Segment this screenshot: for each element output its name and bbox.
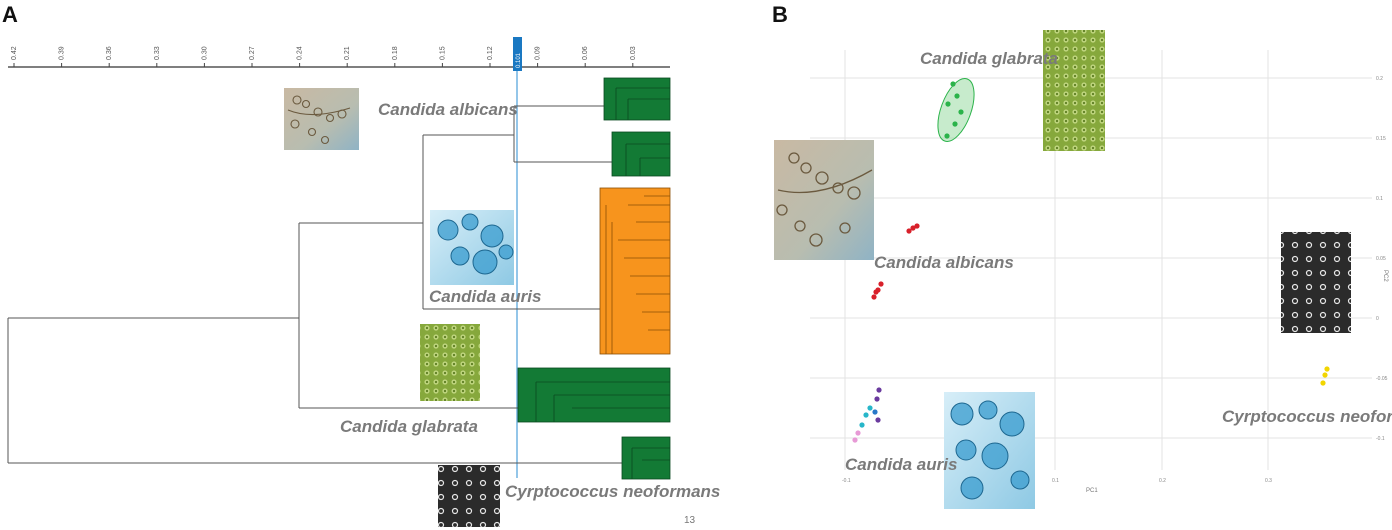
neoformans-points (1320, 366, 1330, 386)
albicans-micrograph-b (774, 140, 874, 260)
glabrata-points (944, 81, 964, 139)
cluster-neoformans (621, 436, 671, 480)
neoformans-micrograph-b (1281, 232, 1351, 333)
pca-y-tick-label: 0 (1376, 316, 1379, 322)
label-albicans-a: Candida albicans (378, 100, 518, 119)
auris-micrograph-b (944, 392, 1035, 509)
glabrata-micrograph-b (1043, 30, 1105, 151)
scale-tick-label: 0.18 (392, 46, 399, 60)
pca-x-tick-label: 0.3 (1265, 478, 1272, 484)
scale-tick-label: 0.03 (630, 46, 637, 60)
pca-y-ticks: 0.2 0.15 0.1 0.05 0 -0.05 -0.1 (1376, 76, 1388, 442)
dendrogram-branches (7, 105, 622, 464)
auris-points (852, 387, 882, 443)
pca-y-tick-label: 0.1 (1376, 196, 1383, 202)
label-neoformans-b: Cyrptococcus neoformans (1222, 407, 1392, 426)
scale-tick-label: 0.15 (439, 46, 446, 60)
cut-off-value: 0.101 (516, 52, 522, 68)
label-auris-a: Candida auris (429, 287, 541, 306)
scale-tick-label: 0.30 (201, 46, 208, 60)
dendrogram-panel: 0.42 0.39 0.36 0.33 0.30 0.27 0.24 0.21 0.18 0.15… (7, 37, 720, 527)
auris-micrograph-a (430, 210, 514, 285)
pca-y-tick-label: 0.05 (1376, 256, 1386, 262)
label-auris-b: Candida auris (845, 455, 957, 474)
scale-tick-label: 0.27 (249, 46, 256, 60)
panel-a-letter: A (2, 2, 18, 27)
scale-tick-label: 0.06 (582, 46, 589, 60)
scale-tick-label: 0.36 (106, 46, 113, 60)
label-glabrata-a: Candida glabrata (340, 417, 478, 436)
pca-x-tick-label: 0.2 (1159, 478, 1166, 484)
glabrata-micrograph-a (420, 324, 480, 401)
label-albicans-b: Candida albicans (874, 253, 1014, 272)
scale-tick-label: 0.21 (344, 46, 351, 60)
glabrata-ellipse (937, 78, 975, 142)
page-number: 13 (684, 515, 696, 526)
cluster-auris (599, 187, 671, 355)
pca-x-axis-label: PC1 (1086, 488, 1098, 494)
scale-tick-label: 0.24 (297, 46, 304, 60)
neoformans-micrograph-a (438, 465, 500, 527)
cluster-albicans-2 (611, 131, 671, 177)
pca-x-tick-label: -0.1 (842, 478, 851, 484)
panel-b-letter: B (772, 2, 788, 27)
label-glabrata-b: Candida glabrata (920, 49, 1058, 68)
pca-y-tick-label: -0.1 (1376, 436, 1385, 442)
cut-off-marker (513, 37, 522, 71)
pca-y-tick-label: 0.15 (1376, 136, 1386, 142)
albicans-points (871, 223, 920, 300)
cluster-glabrata (517, 367, 671, 423)
scale-tick-label: 0.33 (154, 46, 161, 60)
pca-panel: 0.2 0.15 0.1 0.05 0 -0.05 -0.1 -0.1 0.1 0.2 0.3 P… (774, 30, 1392, 509)
scale-tick-label: 0.39 (59, 46, 66, 60)
label-neoformans-a: Cyrptococcus neoformans (505, 482, 720, 501)
albicans-micrograph (284, 88, 359, 150)
pca-x-tick-label: 0.1 (1052, 478, 1059, 484)
pca-y-tick-label: -0.05 (1376, 376, 1388, 382)
scale-ticks: 0.42 0.39 0.36 0.33 0.30 0.27 0.24 0.21 0.18 0.15… (11, 46, 637, 67)
scale-tick-label: 0.42 (11, 46, 18, 60)
scale-tick-label: 0.12 (487, 46, 494, 60)
pca-x-ticks: -0.1 0.1 0.2 0.3 (842, 478, 1272, 484)
pca-y-tick-label: 0.2 (1376, 76, 1383, 82)
cluster-albicans-1 (603, 77, 671, 121)
pca-y-axis-label: PC2 (1382, 270, 1388, 282)
scale-tick-label: 0.09 (535, 46, 542, 60)
